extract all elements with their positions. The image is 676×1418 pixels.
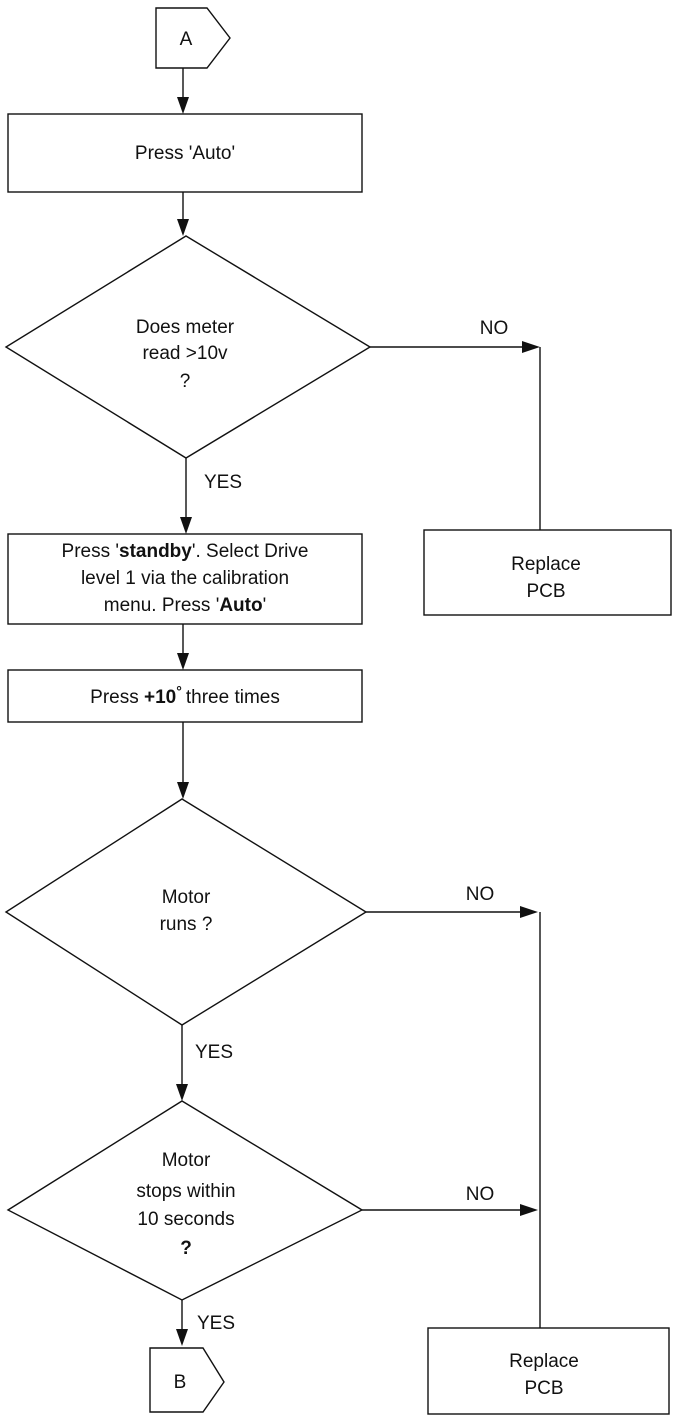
decision-motor-stops-line-4: ? [180, 1238, 192, 1259]
step-press-auto [7, 113, 363, 193]
arrowhead [520, 1204, 538, 1216]
connector-a [155, 7, 231, 69]
decision-meter-line-1: Does meter [136, 317, 235, 338]
arrowhead [177, 219, 189, 236]
step-press-auto-label: Press 'Auto' [135, 143, 235, 164]
decision-motor-stops-line-1: Motor [162, 1150, 211, 1171]
decision-motor-stops-line-3: 10 seconds [137, 1209, 234, 1230]
step-replace-pcb-2-line-2: PCB [524, 1378, 563, 1399]
connector-b-label: B [174, 1372, 187, 1393]
step-standby-line-3: menu. Press 'Auto' [104, 595, 266, 616]
decision-motor-runs-line-2: runs ? [160, 914, 213, 935]
decision-meter-line-3: ? [180, 371, 191, 392]
arrowhead [177, 97, 189, 114]
step-replace-pcb-2-line-1: Replace [509, 1351, 579, 1372]
step-press-ten [7, 669, 363, 723]
step-replace-pcb-2 [427, 1327, 670, 1415]
label-yes-motor-stops: YES [197, 1313, 235, 1334]
step-standby-calibration [7, 533, 363, 625]
label-no-motor-stops: NO [466, 1184, 495, 1205]
connector-a-label: A [180, 29, 193, 50]
step-replace-pcb-1 [423, 529, 672, 616]
step-press-ten-label: Press +10°three times [90, 683, 280, 708]
decision-motor-stops-line-2: stops within [136, 1181, 235, 1202]
decision-motor-runs-line-1: Motor [162, 887, 211, 908]
arrowhead [176, 1084, 188, 1101]
arrowhead [176, 1329, 188, 1346]
arrowhead [177, 653, 189, 670]
step-standby-line-1: Press 'standby'. Select Drive [62, 541, 309, 562]
decision-meter-line-2: read >10v [142, 343, 228, 364]
label-no-motor-runs: NO [466, 884, 495, 905]
label-no-meter: NO [480, 318, 509, 339]
label-yes-meter: YES [204, 472, 242, 493]
step-replace-pcb-1-line-1: Replace [511, 554, 581, 575]
arrowhead [520, 906, 538, 918]
arrowhead [177, 782, 189, 799]
arrowhead [522, 341, 540, 353]
step-standby-line-2: level 1 via the calibration [81, 568, 289, 589]
arrowhead [180, 517, 192, 534]
label-yes-motor-runs: YES [195, 1042, 233, 1063]
step-replace-pcb-1-line-2: PCB [526, 581, 565, 602]
decision-motor-runs [4, 798, 368, 1026]
connector-b [149, 1347, 225, 1413]
